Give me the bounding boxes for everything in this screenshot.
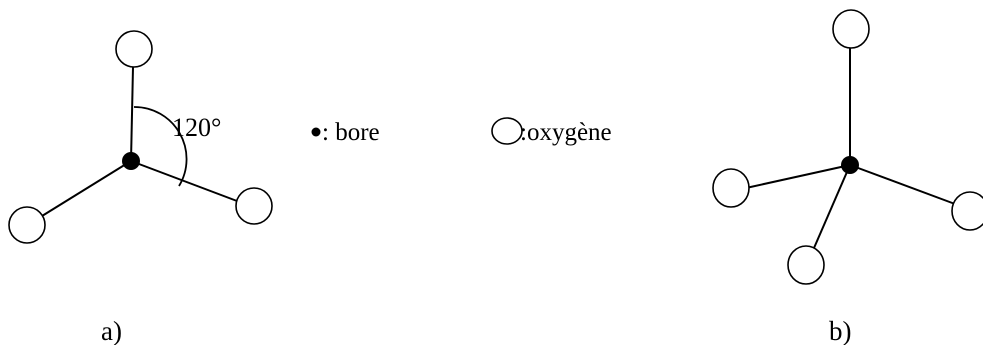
bond-b-right	[849, 164, 956, 205]
boron-atom-b	[841, 156, 859, 174]
trigonal-bo3-structure: 120°	[8, 30, 273, 244]
oxygen-atom-b-right	[951, 191, 983, 231]
oxygen-atom-a-left	[8, 206, 46, 244]
bond-a-right	[130, 160, 238, 202]
angle-arc-120	[133, 106, 188, 187]
bond-a-left	[41, 160, 132, 217]
oxygen-atom-a-top	[115, 30, 153, 68]
boron-atom-a	[122, 152, 140, 170]
legend-boron-label: : bore	[322, 119, 380, 146]
bond-b-left	[745, 164, 851, 189]
panel-label-b: b)	[829, 316, 852, 345]
legend-boron-dot	[311, 127, 321, 137]
tetrahedral-bo4-structure	[712, 9, 983, 285]
oxygen-atom-a-right	[235, 187, 273, 225]
panel-label-a: a)	[101, 316, 122, 345]
oxygen-atom-b-left	[712, 168, 750, 208]
legend-oxygen-label: :oxygène	[520, 119, 612, 146]
bond-b-bottom	[813, 164, 851, 249]
legend-oxygen-circle	[491, 117, 523, 145]
angle-label: 120°	[172, 113, 221, 142]
bond-a-top	[130, 66, 134, 162]
oxygen-atom-b-top	[832, 9, 870, 49]
legend: : bore :oxygène	[311, 117, 612, 146]
oxygen-atom-b-bottom	[787, 245, 825, 285]
